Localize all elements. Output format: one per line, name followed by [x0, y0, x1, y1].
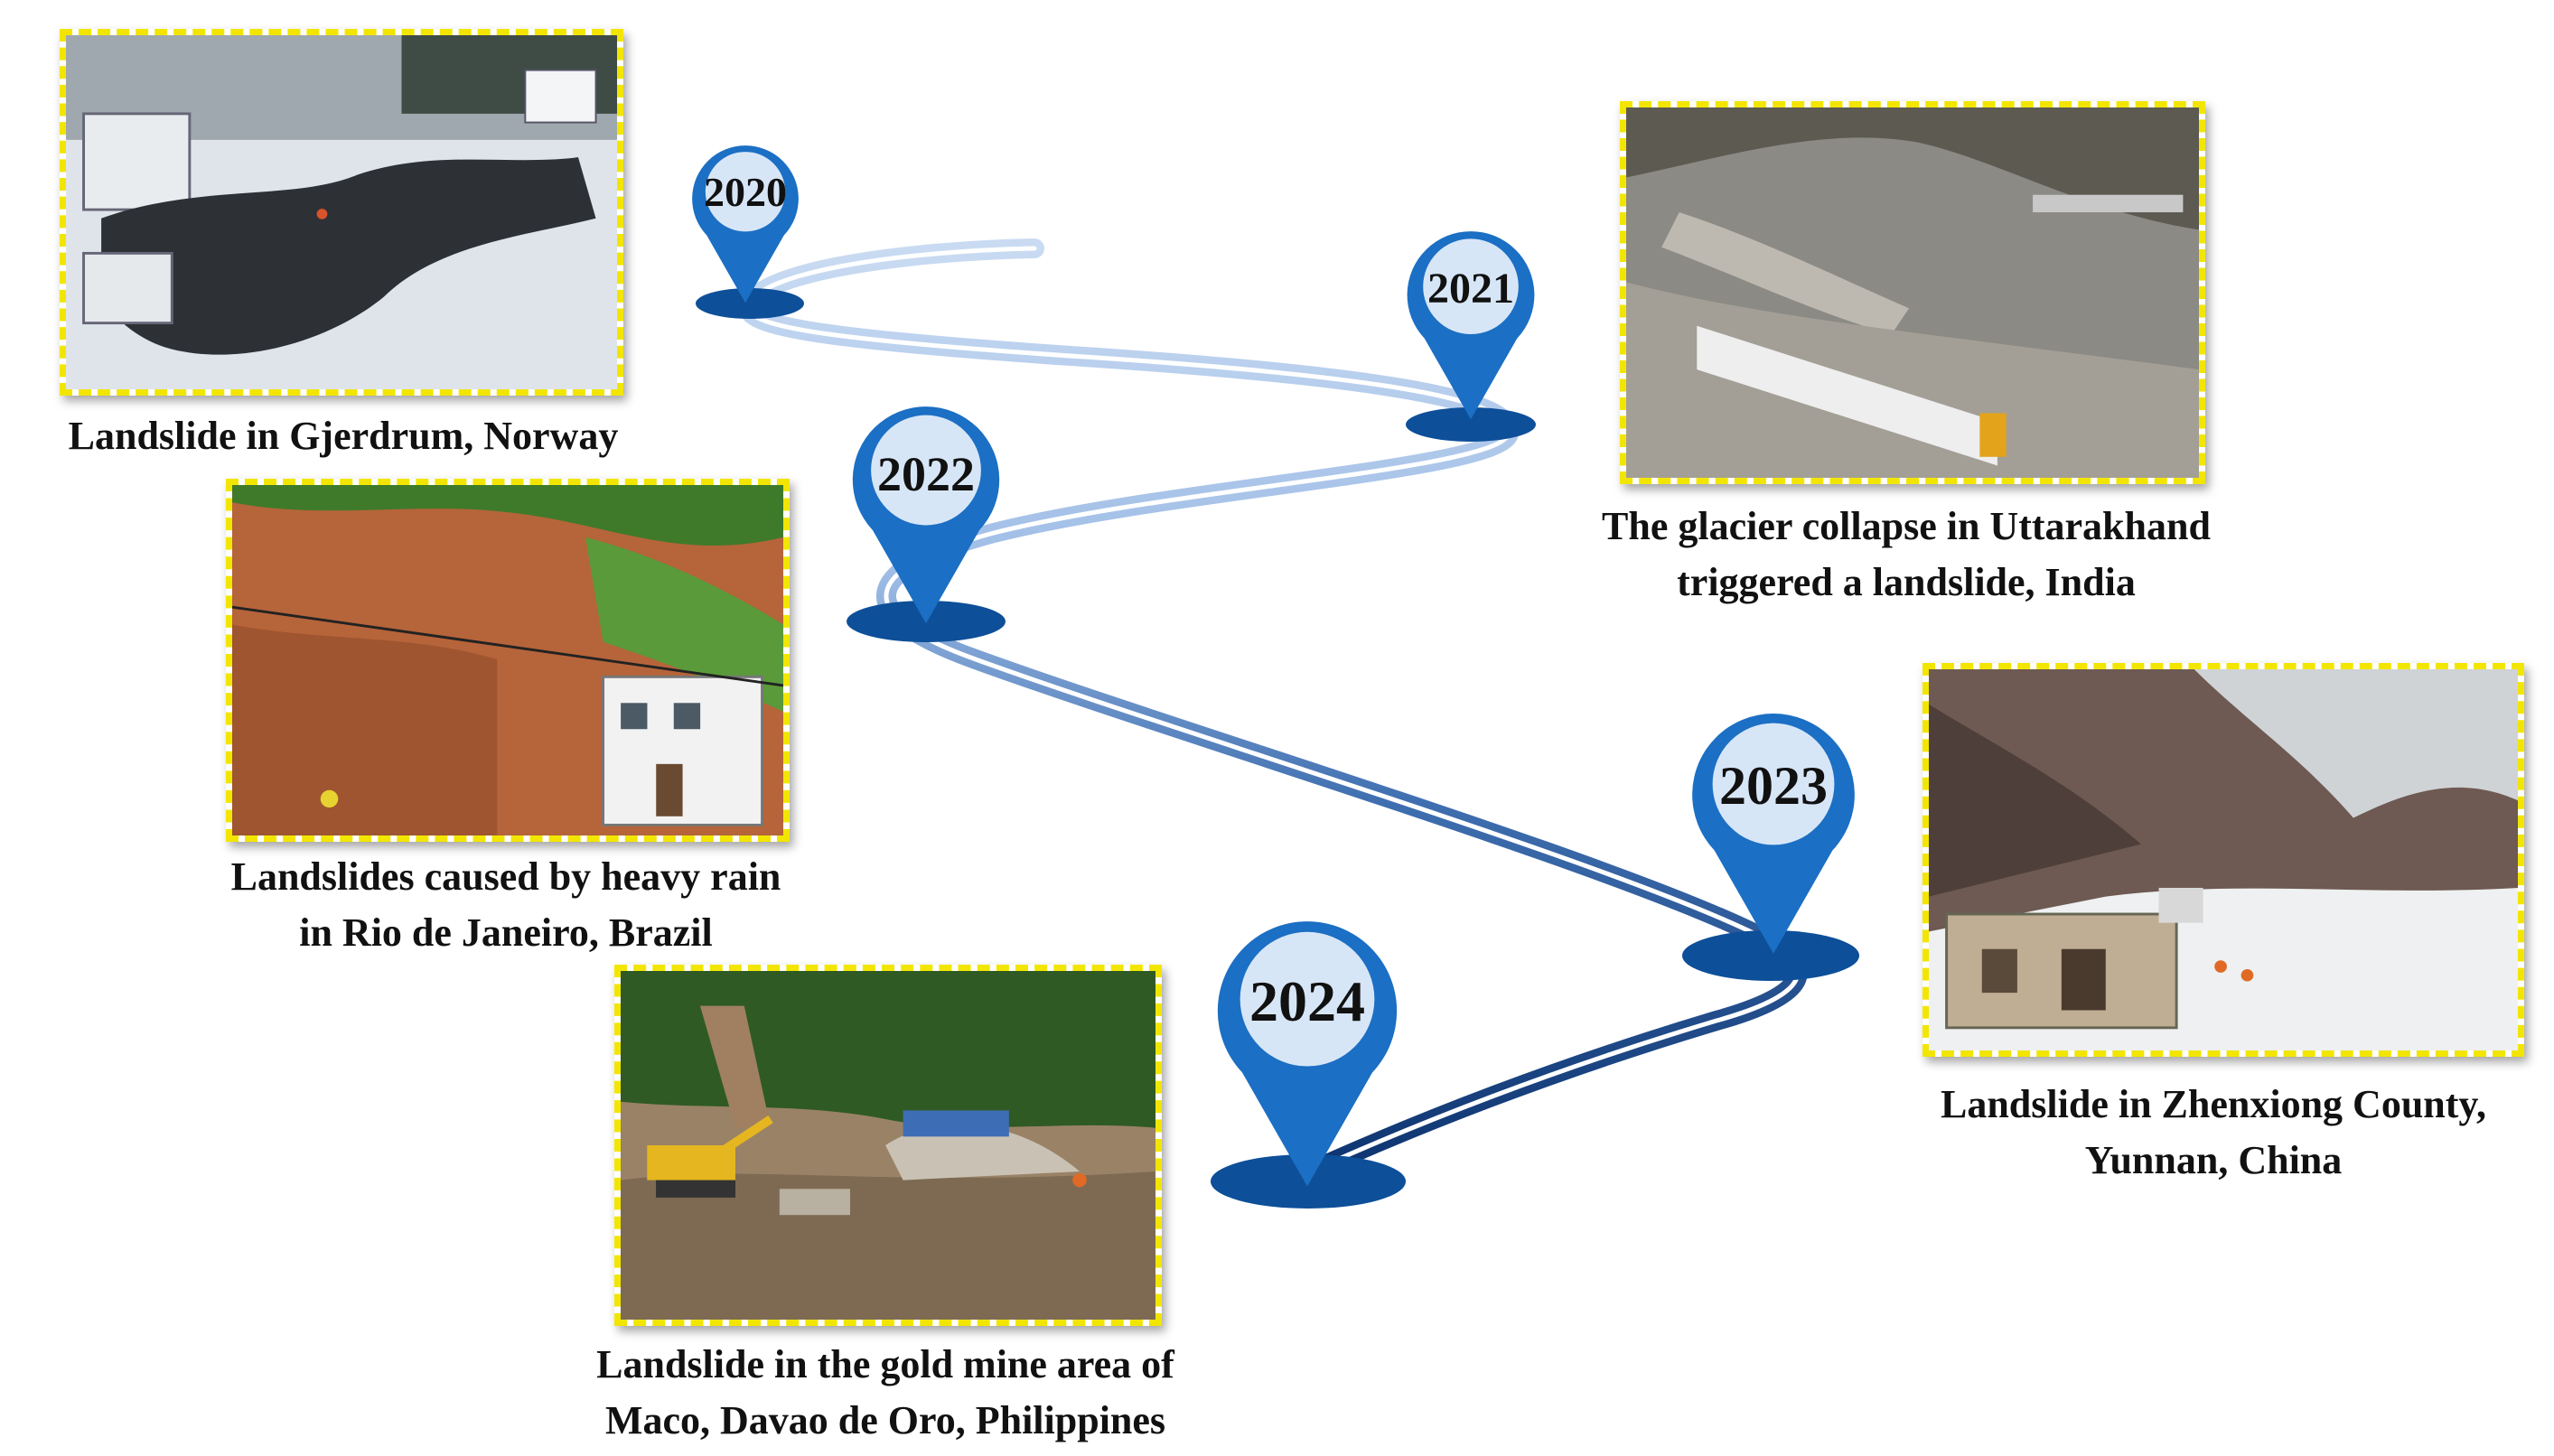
map-pin-icon: [852, 406, 1000, 624]
forest-mine-excavator-photo: [621, 971, 1155, 1320]
glacier-valley-debris-photo: [1626, 107, 2199, 478]
pin-2021: 2021: [1399, 217, 1543, 423]
caption-2022: Landslides caused by heavy rain in Rio d…: [230, 854, 781, 955]
year-label: 2023: [1719, 756, 1828, 816]
road-centerline: [746, 246, 1801, 1172]
pin-base-2023: [1682, 930, 1859, 981]
photo-2022: [226, 479, 790, 842]
caption-2020: Landslide in Gjerdrum, Norway: [68, 414, 619, 458]
caption-2023: Landslide in Zhenxiong County, Yunnan, C…: [1940, 1082, 2486, 1182]
map-pin-icon: [692, 145, 799, 303]
caption-2021: The glacier collapse in Uttarakhand trig…: [1602, 504, 2211, 604]
map-pin-icon: [1692, 714, 1855, 954]
pin-2020: 2020: [685, 134, 806, 305]
map-pin-icon: [1407, 231, 1535, 420]
photo-2023: [1923, 663, 2524, 1057]
year-label: 2022: [877, 447, 975, 501]
pin-2024: 2024: [1203, 901, 1411, 1190]
map-pin-icon: [1217, 921, 1398, 1187]
pin-2023: 2023: [1680, 695, 1866, 957]
snowy-slope-landslide-photo: [66, 35, 617, 389]
red-soil-hillside-house-photo: [232, 485, 783, 835]
pin-2022: 2022: [842, 390, 1010, 627]
year-label: 2020: [704, 169, 787, 215]
photo-2020: [60, 29, 623, 396]
year-label: 2024: [1249, 969, 1365, 1033]
caption-2024: Landslide in the gold mine area of Maco,…: [596, 1342, 1174, 1442]
pin-base-2021: [1406, 407, 1536, 442]
year-label: 2021: [1427, 265, 1514, 313]
photo-2024: [614, 965, 1162, 1326]
photo-2021: [1620, 101, 2205, 484]
pin-base-2020: [696, 288, 804, 319]
snowy-mountain-village-photo: [1929, 669, 2518, 1050]
